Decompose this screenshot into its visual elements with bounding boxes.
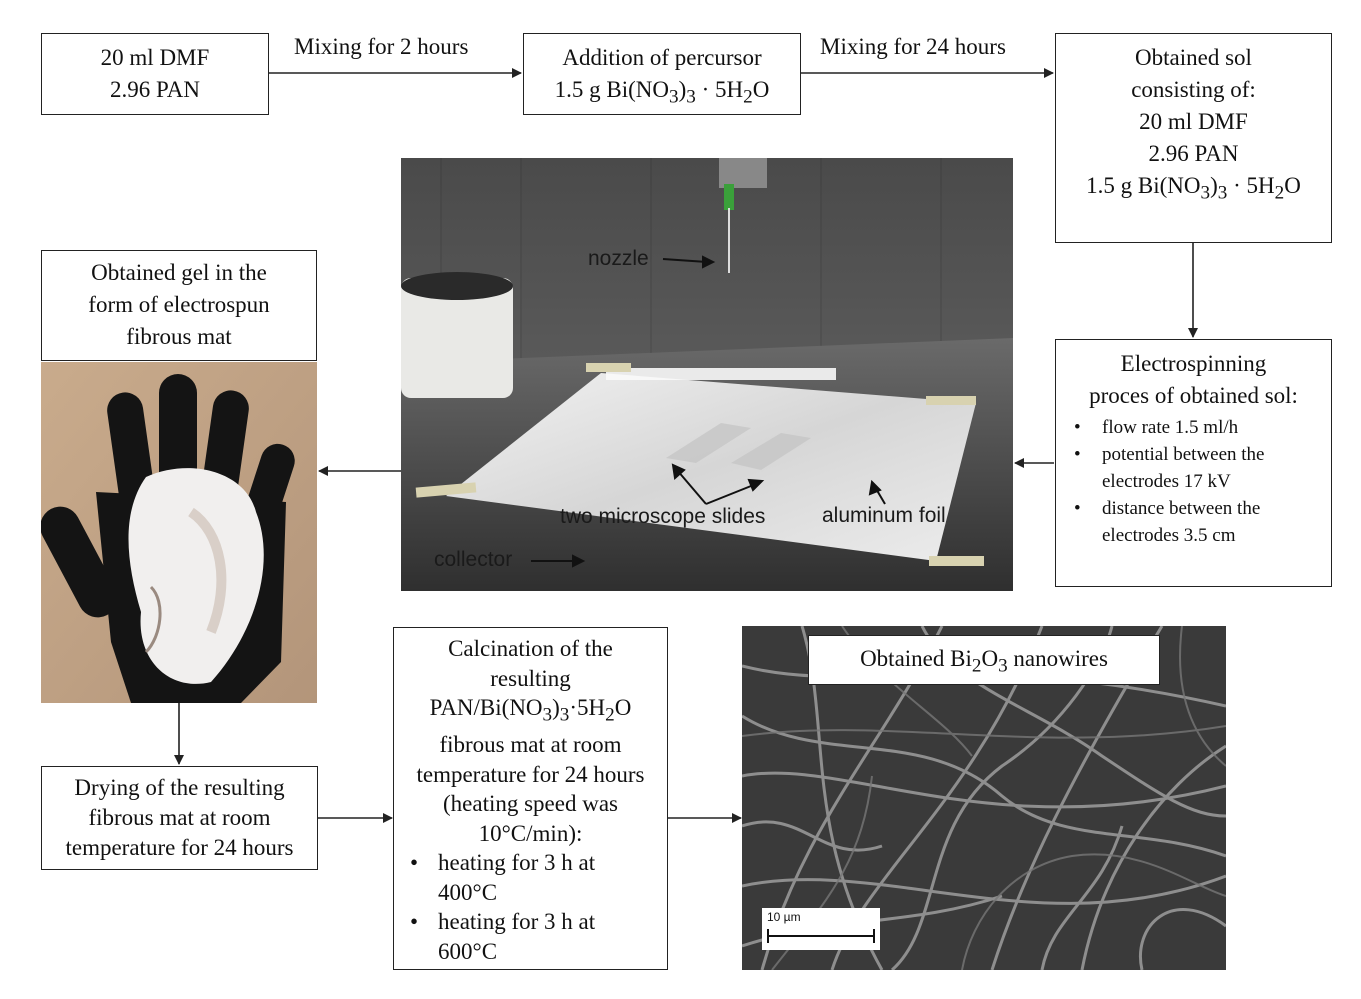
heating-step: •heating for 3 h at 400°C: [410, 848, 608, 907]
param-item: •distance between the electrodes 3.5 cm: [1070, 495, 1323, 549]
sol-line1: Obtained sol: [1056, 42, 1331, 74]
electrospinning-line1: Electrospinning: [1056, 348, 1331, 380]
calcination-line2: resulting: [394, 664, 667, 694]
calcination-steps: •heating for 3 h at 400°C •heating for 3…: [394, 848, 667, 966]
addition-line1: Addition of percursor: [524, 42, 800, 74]
start-line2: 2.96 PAN: [42, 74, 268, 106]
calcination-line5: temperature for 24 hours: [394, 760, 667, 790]
param-item: •flow rate 1.5 ml/h: [1070, 414, 1323, 441]
drying-line1: Drying of the resulting: [42, 773, 317, 803]
drying-box: Drying of the resulting fibrous mat at r…: [41, 766, 318, 870]
sol-line4: 2.96 PAN: [1056, 138, 1331, 170]
calcination-line4: fibrous mat at room: [394, 730, 667, 760]
electrospinning-photo: nozzle two microscope slides aluminum fo…: [401, 158, 1013, 591]
gel-line2: form of electrospun: [42, 289, 316, 321]
nanowires-label: Obtained Bi2O3 nanowires: [809, 643, 1159, 683]
glove-photo: [41, 362, 317, 703]
slides-label: two microscope slides: [560, 505, 765, 529]
heating-step: •heating for 3 h at 600°C: [410, 907, 608, 966]
foil-label: aluminum foil: [822, 504, 946, 528]
nozzle-label: nozzle: [588, 247, 649, 271]
param-item: •potential between the electrodes 17 kV: [1070, 441, 1323, 495]
calcination-line6: (heating speed was: [394, 789, 667, 819]
gel-line1: Obtained gel in the: [42, 257, 316, 289]
mix1-label: Mixing for 2 hours: [294, 34, 468, 60]
drying-line2: fibrous mat at room: [42, 803, 317, 833]
scale-bar-label: 10 µm: [767, 910, 801, 924]
sol-box: Obtained sol consisting of: 20 ml DMF 2.…: [1055, 33, 1332, 243]
gel-line3: fibrous mat: [42, 321, 316, 353]
calcination-line3: PAN/Bi(NO3)3·5H2O: [394, 693, 667, 730]
addition-line2: 1.5 g Bi(NO3)3 · 5H2O: [524, 74, 800, 114]
drying-line3: temperature for 24 hours: [42, 833, 317, 863]
collector-label: collector: [434, 548, 512, 572]
start-line1: 20 ml DMF: [42, 42, 268, 74]
sol-line3: 20 ml DMF: [1056, 106, 1331, 138]
sol-line5: 1.5 g Bi(NO3)3 · 5H2O: [1056, 170, 1331, 210]
addition-box: Addition of percursor 1.5 g Bi(NO3)3 · 5…: [523, 33, 801, 115]
calcination-line1: Calcination of the: [394, 634, 667, 664]
electrospinning-line2: proces of obtained sol:: [1056, 380, 1331, 412]
sem-image: 10 µm Obtained Bi2O3 nanowires: [742, 626, 1226, 970]
electrospinning-params: •flow rate 1.5 ml/h •potential between t…: [1056, 412, 1331, 549]
calcination-box: Calcination of the resulting PAN/Bi(NO3)…: [393, 627, 668, 970]
calcination-line7: 10°C/min):: [394, 819, 667, 849]
start-box: 20 ml DMF 2.96 PAN: [41, 33, 269, 115]
sol-line2: consisting of:: [1056, 74, 1331, 106]
electrospinning-box: Electrospinning proces of obtained sol: …: [1055, 339, 1332, 587]
mix2-label: Mixing for 24 hours: [820, 34, 1006, 60]
gel-box: Obtained gel in the form of electrospun …: [41, 250, 317, 361]
nanowires-label-box: Obtained Bi2O3 nanowires: [808, 635, 1160, 685]
